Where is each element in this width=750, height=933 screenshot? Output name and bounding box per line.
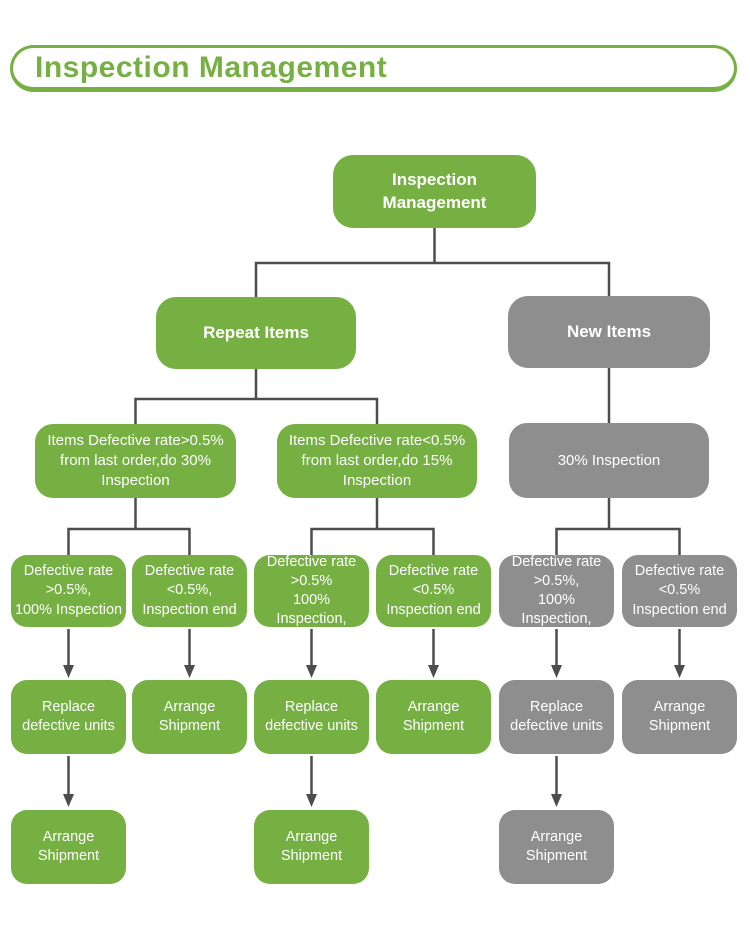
arrowheads bbox=[63, 665, 685, 807]
arrow-down-icon bbox=[184, 665, 195, 678]
connector-line bbox=[310, 527, 435, 556]
node-repeat-items: Repeat Items bbox=[156, 297, 356, 369]
node-new-items-30-percent-inspection: 30% Inspection bbox=[509, 423, 709, 498]
node-check-low-rate-6: Defective rate <0.5% Inspection end bbox=[622, 555, 737, 627]
connector-line bbox=[67, 527, 191, 556]
node-arrange-shipment-6: Arrange Shipment bbox=[622, 680, 737, 754]
page-title: Inspection Management bbox=[35, 50, 388, 84]
tree-connector-lines bbox=[67, 228, 681, 795]
connector-line bbox=[134, 397, 379, 426]
node-replace-defective-units-5: Replace defective units bbox=[499, 680, 614, 754]
connector-line bbox=[555, 527, 681, 556]
arrow-down-icon bbox=[63, 665, 74, 678]
node-repeat-high-defective-rate: Items Defective rate>0.5% from last orde… bbox=[35, 424, 236, 498]
node-inspection-management: Inspection Management bbox=[333, 155, 536, 228]
page-header-banner: Inspection Management bbox=[10, 45, 737, 92]
arrow-down-icon bbox=[551, 665, 562, 678]
node-new-items: New Items bbox=[508, 296, 710, 368]
arrow-down-icon bbox=[306, 665, 317, 678]
node-final-arrange-shipment-1: Arrange Shipment bbox=[11, 810, 126, 884]
arrow-down-icon bbox=[306, 794, 317, 807]
node-replace-defective-units-1: Replace defective units bbox=[11, 680, 126, 754]
node-arrange-shipment-2: Arrange Shipment bbox=[132, 680, 247, 754]
arrow-down-icon bbox=[674, 665, 685, 678]
node-repeat-low-defective-rate: Items Defective rate<0.5% from last orde… bbox=[277, 424, 477, 498]
node-arrange-shipment-4: Arrange Shipment bbox=[376, 680, 491, 754]
arrow-down-icon bbox=[551, 794, 562, 807]
node-check-low-rate-4: Defective rate <0.5% Inspection end bbox=[376, 555, 491, 627]
node-check-high-rate-5: Defective rate >0.5%, 100% Inspection, bbox=[499, 554, 614, 627]
arrow-down-icon bbox=[428, 665, 439, 678]
node-check-low-rate-2: Defective rate <0.5%, Inspection end bbox=[132, 555, 247, 627]
connector-line bbox=[254, 261, 611, 299]
node-check-high-rate-1: Defective rate >0.5%, 100% Inspection bbox=[11, 555, 126, 627]
node-final-arrange-shipment-3: Arrange Shipment bbox=[254, 810, 369, 884]
node-replace-defective-units-3: Replace defective units bbox=[254, 680, 369, 754]
node-check-high-rate-3: Defective rate >0.5% 100% Inspection, bbox=[254, 554, 369, 627]
node-final-arrange-shipment-5: Arrange Shipment bbox=[499, 810, 614, 884]
arrow-down-icon bbox=[63, 794, 74, 807]
